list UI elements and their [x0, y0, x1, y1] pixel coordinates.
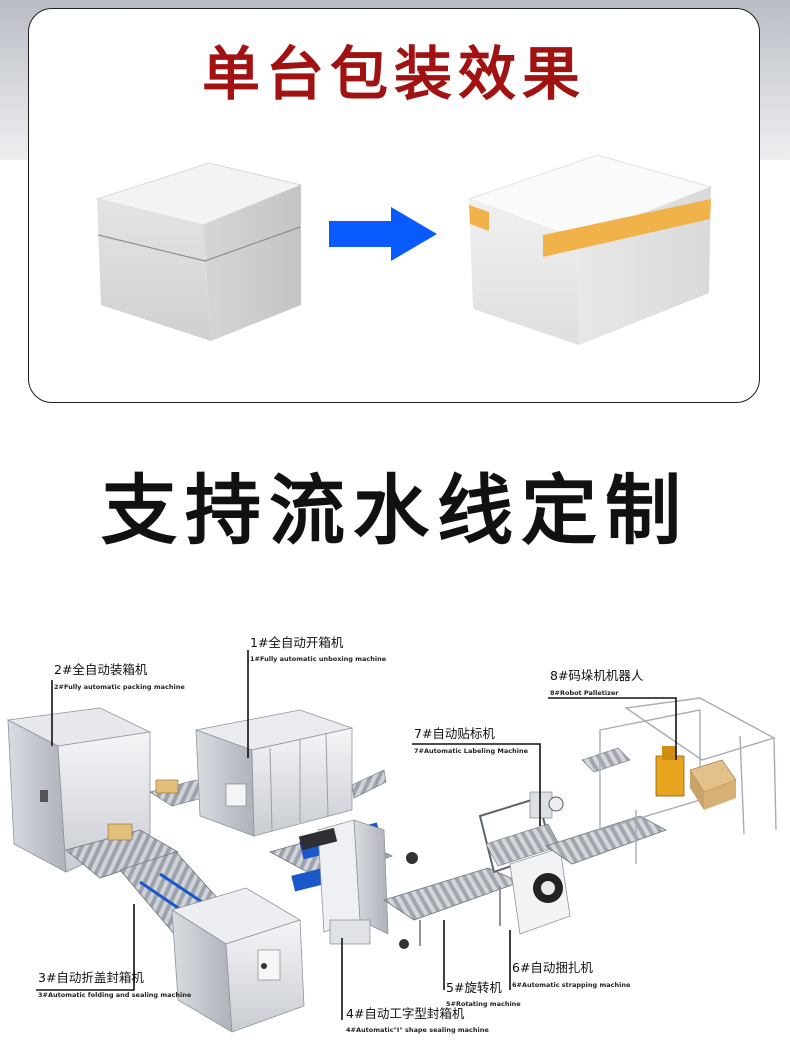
- machine-3-folding-sealing: [171, 887, 305, 1033]
- machine-4-sublabel: 4#Automatic"I" shape sealing machine: [346, 1026, 489, 1034]
- machine-8-robot-palletizer: [599, 697, 777, 864]
- taped-box-image: [467, 154, 713, 345]
- machine-4-label: 4#自动工字型封箱机: [346, 1006, 465, 1021]
- machine-1-label: 1#全自动开箱机: [250, 635, 344, 650]
- machine-2-label: 2#全自动装箱机: [54, 662, 148, 677]
- machine-1-unboxing: [194, 709, 387, 837]
- leader-lines: [36, 650, 677, 1020]
- arrow-right-icon: [329, 207, 437, 261]
- machine-8-sublabel: 8#Robot Palletizer: [550, 689, 619, 697]
- machine-5-label: 5#旋转机: [446, 980, 502, 995]
- headline: 支持流水线定制: [101, 466, 689, 555]
- machine-6-label: 6#自动捆扎机: [512, 960, 593, 975]
- machine-4-i-shape-sealing: [268, 819, 418, 949]
- machine-3-label: 3#自动折盖封箱机: [38, 970, 144, 985]
- machine-7-label: 7#自动贴标机: [414, 726, 495, 741]
- machine-1-sublabel: 1#Fully automatic unboxing machine: [250, 655, 387, 663]
- production-line-diagram: [6, 650, 777, 1033]
- plain-box-image: [95, 162, 303, 341]
- packing-effect-card: 单台包装效果: [28, 8, 760, 403]
- machine-3-sublabel: 3#Automatic folding and sealing machine: [38, 991, 192, 999]
- machine-8-label: 8#码垛机机器人: [550, 668, 644, 683]
- machine-2-sublabel: 2#Fully automatic packing machine: [54, 683, 185, 691]
- machine-6-7-labeling-strapping: [478, 791, 571, 935]
- machine-6-sublabel: 6#Automatic strapping machine: [512, 981, 631, 989]
- packing-effect-title: 单台包装效果: [201, 40, 586, 108]
- machine-7-sublabel: 7#Automatic Labeling Machine: [414, 747, 528, 755]
- machine-5-sublabel: 5#Rotating machine: [446, 1000, 521, 1008]
